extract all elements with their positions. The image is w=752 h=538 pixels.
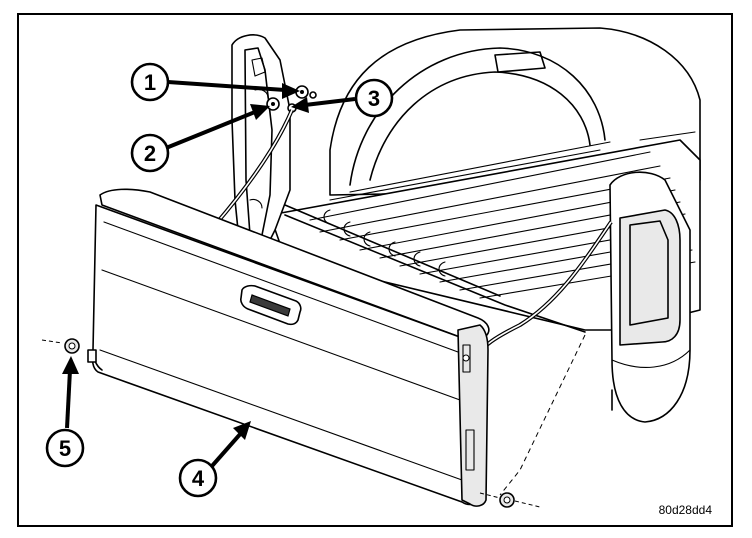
right-bed-side bbox=[609, 171, 691, 423]
pivot-axis bbox=[41, 338, 541, 508]
callout-1-label: 1 bbox=[144, 70, 156, 95]
callout-5: 5 bbox=[45, 356, 85, 468]
callout-3: 3 bbox=[291, 78, 394, 118]
truck-bed bbox=[269, 27, 701, 333]
dashed-guide bbox=[499, 334, 586, 496]
callout-2-label: 2 bbox=[144, 141, 156, 166]
callout-4-label: 4 bbox=[192, 466, 205, 491]
tailgate bbox=[87, 188, 490, 507]
callout-2: 2 bbox=[130, 104, 270, 173]
callout-5-label: 5 bbox=[59, 436, 71, 461]
callout-1: 1 bbox=[130, 62, 300, 102]
callout-3-label: 3 bbox=[368, 86, 380, 111]
callout-4: 4 bbox=[178, 421, 251, 498]
figure-code: 80d28dd4 bbox=[659, 503, 713, 517]
